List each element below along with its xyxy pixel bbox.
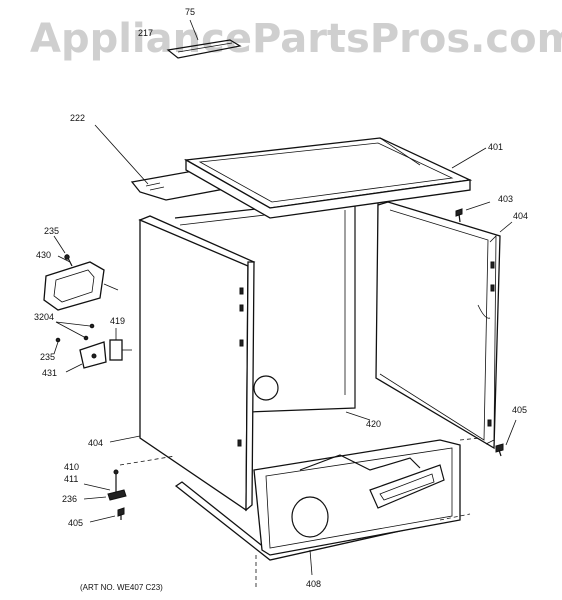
callout-403: 403: [498, 194, 513, 204]
callout-75: 75: [185, 7, 195, 17]
callout-236: 236: [62, 494, 77, 504]
callout-431: 431: [42, 368, 57, 378]
guide-line-right: [459, 437, 481, 441]
callout-3204: 3204: [34, 312, 54, 322]
top-panel-401: [183, 137, 487, 219]
callout-420: 420: [366, 419, 381, 429]
callout-217: 217: [138, 28, 153, 38]
callout-404-left: 404: [88, 438, 103, 448]
callout-410: 410: [64, 462, 79, 472]
callout-222: 222: [70, 113, 85, 123]
callout-408: 408: [306, 579, 321, 589]
top-bracket-part: [166, 19, 242, 59]
callout-405-right: 405: [512, 405, 527, 415]
callout-405-left: 405: [68, 518, 83, 528]
callout-419: 419: [110, 316, 125, 326]
handle-plate-430: [43, 255, 119, 311]
screw-405-left: [89, 507, 125, 523]
watermark-text: AppliancePartsPros.com: [30, 16, 562, 62]
base-frame-408: [174, 439, 471, 590]
art-number: (ART NO. WE407 C23): [80, 583, 163, 592]
guide-line-left: [119, 455, 176, 466]
hinge-419-assembly: [53, 321, 132, 373]
callout-235-bottom: 235: [40, 352, 55, 362]
callout-404-right: 404: [513, 211, 528, 221]
callout-430: 430: [36, 250, 51, 260]
left-side-panel-404: [109, 215, 256, 512]
screw-235-top: [53, 235, 73, 267]
callout-401: 401: [488, 142, 503, 152]
callout-235-top: 235: [44, 226, 59, 236]
rear-vent-hole: [253, 375, 371, 421]
right-side-panel-404: [375, 201, 513, 450]
screw-405-right: [495, 419, 517, 457]
screw-403: [455, 201, 491, 223]
leveling-leg-236: [83, 469, 127, 501]
callout-411: 411: [64, 474, 78, 484]
